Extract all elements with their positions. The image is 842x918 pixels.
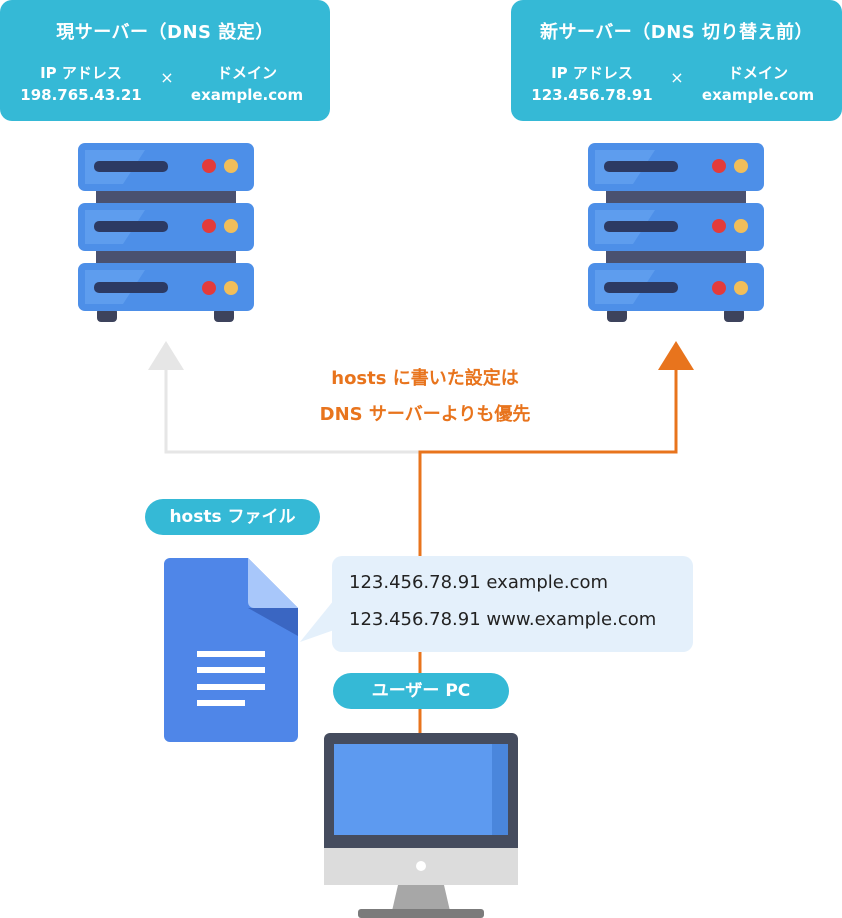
hosts-entries-bubble: 123.456.78.91 example.com 123.456.78.91 …: [332, 556, 693, 652]
monitor-icon: [324, 733, 518, 918]
new-server-ip: IP アドレス 123.456.78.91: [517, 62, 667, 106]
times-icon: ×: [160, 68, 174, 87]
active-arrowhead: [658, 341, 694, 370]
current-server-domain: ドメイン example.com: [172, 62, 322, 106]
ip-label: IP アドレス: [551, 64, 633, 82]
inactive-arrowhead: [148, 341, 184, 370]
priority-note-line2: DNS サーバーよりも優先: [319, 404, 531, 425]
current-server-title: 現サーバー（DNS 設定）: [56, 22, 274, 43]
ip-value: 123.456.78.91: [531, 86, 653, 104]
domain-value: example.com: [701, 86, 815, 104]
inactive-path: [164, 370, 420, 454]
hosts-entry: 123.456.78.91 www.example.com: [349, 609, 657, 630]
user-pc-label: ユーザー PC: [333, 673, 509, 709]
current-server-icon: [78, 143, 254, 322]
ip-label: IP アドレス: [40, 64, 122, 82]
domain-label: ドメイン: [727, 64, 788, 82]
current-server-card: 現サーバー（DNS 設定） IP アドレス 198.765.43.21 × ドメ…: [0, 0, 330, 121]
priority-note-line1: hosts に書いた設定は: [331, 368, 519, 389]
document-icon: [164, 558, 298, 742]
new-server-card: 新サーバー（DNS 切り替え前） IP アドレス 123.456.78.91 ×…: [511, 0, 842, 121]
domain-value: example.com: [190, 86, 304, 104]
current-server-ip: IP アドレス 198.765.43.21: [6, 62, 156, 106]
new-server-title: 新サーバー（DNS 切り替え前）: [539, 22, 814, 43]
ip-value: 198.765.43.21: [20, 86, 142, 104]
hosts-file-label: hosts ファイル: [145, 499, 320, 535]
times-icon: ×: [670, 68, 684, 87]
domain-label: ドメイン: [216, 64, 277, 82]
new-server-domain: ドメイン example.com: [683, 62, 833, 106]
bubble-tail: [300, 600, 334, 642]
hosts-entry: 123.456.78.91 example.com: [349, 572, 609, 593]
new-server-icon: [588, 143, 764, 322]
